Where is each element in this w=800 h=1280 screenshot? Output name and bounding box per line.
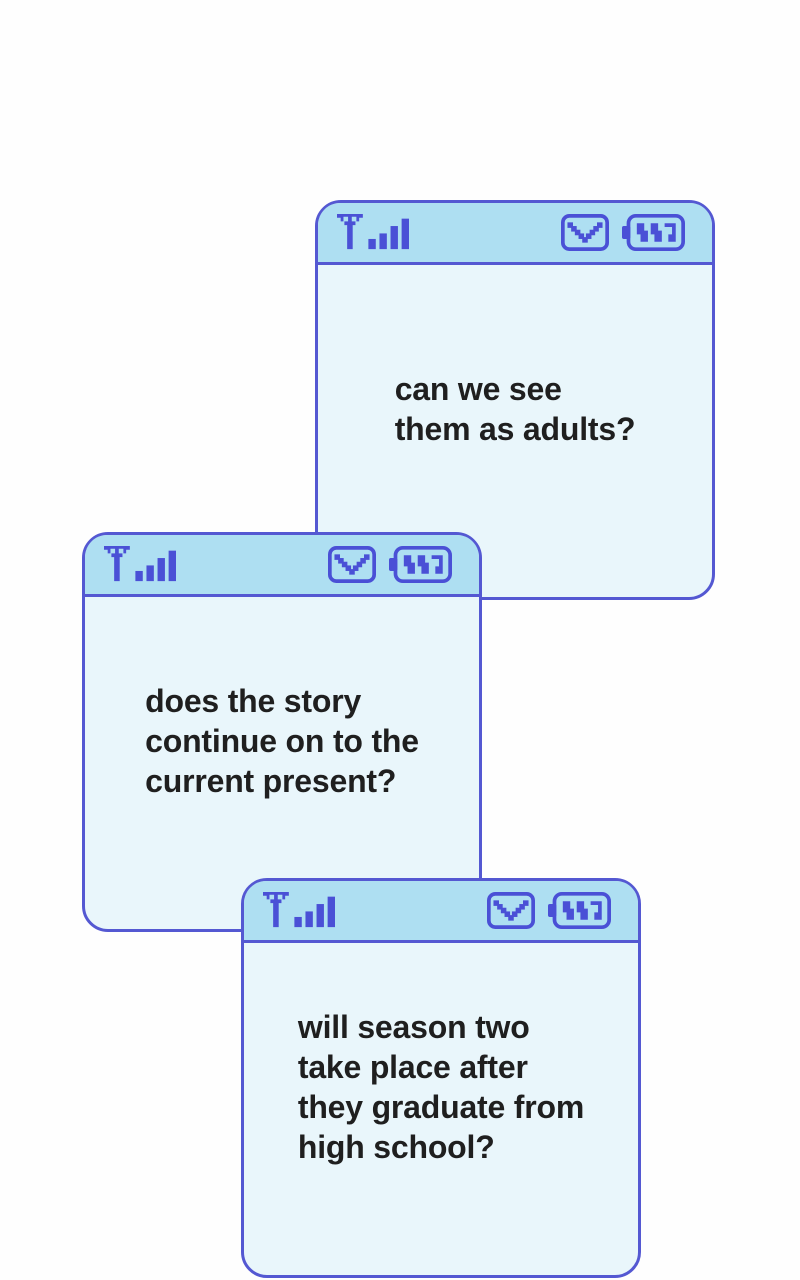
battery-icon: [548, 891, 611, 930]
status-bar-right: [561, 213, 685, 252]
status-bar: [318, 203, 712, 265]
message-body: does the story continue on to the curren…: [85, 597, 479, 929]
message-window-2: does the story continue on to the curren…: [82, 532, 482, 932]
status-bar: [244, 881, 638, 943]
battery-icon: [389, 545, 452, 584]
status-bar-right: [328, 545, 452, 584]
message-window-3: will season two take place after they gr…: [241, 878, 641, 1278]
status-bar: [85, 535, 479, 597]
mail-icon: [561, 213, 609, 252]
message-body: can we see them as adults?: [318, 265, 712, 597]
message-body: will season two take place after they gr…: [244, 943, 638, 1275]
message-text: will season two take place after they gr…: [297, 1009, 585, 1165]
mail-icon: [328, 545, 376, 584]
message-text: can we see them as adults?: [394, 371, 636, 447]
signal-strength-icon: [104, 545, 176, 584]
message-text: does the story continue on to the curren…: [145, 683, 419, 799]
mail-icon: [487, 891, 535, 930]
battery-icon: [622, 213, 685, 252]
signal-strength-icon: [337, 213, 409, 252]
signal-strength-icon: [263, 891, 335, 930]
status-bar-right: [487, 891, 611, 930]
